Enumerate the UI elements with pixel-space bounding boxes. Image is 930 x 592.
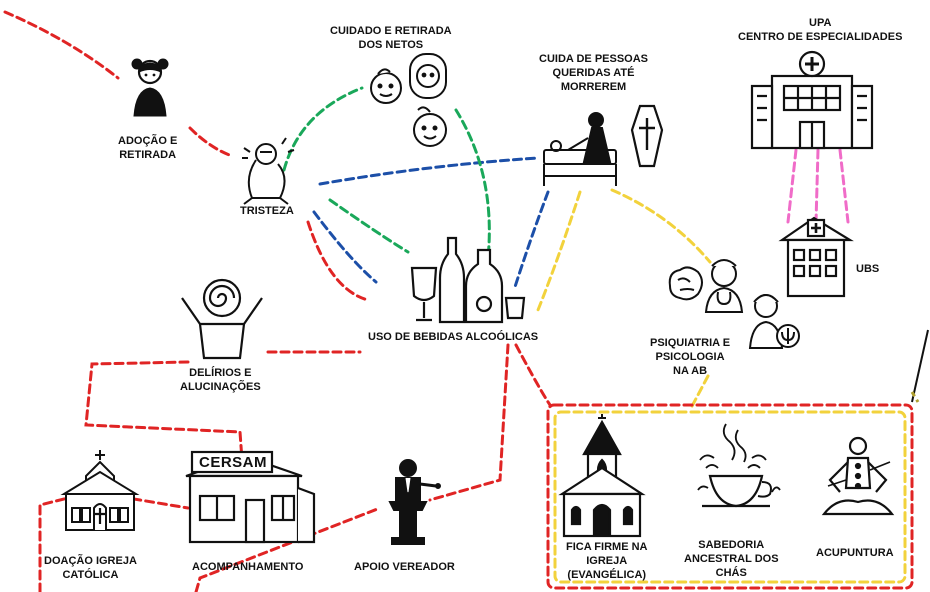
label-cersam-line1: ACOMPANHAMENTO [192, 561, 304, 573]
label-doacao-line1: DOAÇÃO IGREJA [44, 555, 137, 567]
label-upa-line1: UPA [809, 17, 832, 29]
blue-line-tristeza-bebidas [312, 210, 378, 284]
cersam-sign: CERSAM [194, 454, 272, 472]
label-chas-line2: ANCESTRAL DOS [684, 553, 779, 565]
label-igreja-line2: IGREJA [586, 555, 628, 567]
tea-cup-icon [697, 423, 781, 508]
label-tristeza-line1: TRISTEZA [240, 205, 294, 217]
label-ubs: UBS [856, 262, 879, 276]
olive-mark-right [910, 391, 920, 403]
label-psiquiatria: PSIQUIATRIA E PSICOLOGIA NA AB [650, 336, 730, 378]
label-adocao-line2: RETIRADA [119, 149, 177, 161]
label-bebidas-line1: USO DE BEBIDAS ALCOÓLICAS [368, 331, 539, 343]
red-line-bebidas-vereador [428, 343, 510, 502]
label-acupuntura: ACUPUNTURA [816, 546, 894, 560]
pink-line-upa-ubs-1 [786, 148, 798, 224]
label-ubs-line1: UBS [856, 263, 880, 275]
yellow-outline-box [553, 410, 907, 584]
label-cersam: ACOMPANHAMENTO [192, 560, 303, 574]
label-vereador: APOIO VEREADOR [354, 560, 455, 574]
cersam-sign-text: CERSAM [198, 454, 267, 471]
label-delirios: DELÍRIOS E ALUCINAÇÕES [180, 366, 261, 394]
yellow-line-cuida-psiquiatria [610, 188, 712, 264]
label-netos: CUIDADO E RETIRADA DOS NETOS [330, 24, 452, 52]
red-line-tristeza-bebidas [306, 220, 370, 302]
steeple-church-icon [558, 414, 646, 538]
red-outline-box [546, 403, 914, 590]
church-icon [60, 450, 140, 531]
connectors [3, 10, 914, 592]
label-netos-line2: DOS NETOS [358, 39, 424, 51]
psychologist-icon [668, 259, 800, 349]
blue-line-tristeza-cuida [318, 156, 540, 186]
label-cuida: CUIDA DE PESSOAS QUERIDAS ATÉ MORREREM [539, 52, 648, 94]
label-cuida-line2: QUERIDAS ATÉ [552, 67, 635, 79]
label-delirios-line1: DELÍRIOS E [189, 367, 252, 379]
green-line-netos-bebidas [454, 108, 491, 260]
label-netos-line1: CUIDADO E RETIRADA [330, 25, 452, 37]
dizzy-person-icon [181, 278, 263, 360]
meditation-icon [821, 436, 895, 516]
sad-person-icon [242, 137, 295, 205]
yellow-line-cuida-bebidas [536, 190, 582, 312]
label-adocao-line1: ADOÇÃO E [118, 135, 178, 147]
label-igreja-line1: FICA FIRME NA [566, 541, 648, 553]
label-bebidas: USO DE BEBIDAS ALCOÓLICAS [368, 330, 538, 344]
bottles-icon [410, 236, 526, 324]
label-cuida-line3: MORREREM [560, 81, 627, 93]
red-line-top-left [3, 10, 120, 80]
label-doacao: DOAÇÃO IGREJA CATÓLICA [44, 554, 137, 582]
red-line-doacao-cersam [38, 490, 190, 592]
label-upa-line2: CENTRO DE ESPECIALIDADES [738, 31, 903, 43]
black-line-right [911, 329, 929, 403]
red-line-bebidas-box [514, 343, 552, 407]
red-line-cersam-vereador [194, 506, 382, 592]
blue-line-cuida-bebidas [512, 190, 550, 292]
child-icon [131, 58, 169, 117]
label-chas-line3: CHÁS [715, 567, 747, 579]
speaker-podium-icon [388, 459, 441, 545]
babies-icon [370, 53, 447, 147]
caregiver-coffin-icon [543, 104, 664, 186]
green-line-tristeza-netos [282, 86, 364, 172]
label-psiquiatria-line2: PSICOLOGIA [655, 351, 725, 363]
label-chas-line1: SABEDORIA [698, 539, 765, 551]
hospital-icon [750, 50, 874, 150]
label-adocao: ADOÇÃO E RETIRADA [118, 134, 177, 162]
red-line-delirios-cersam [84, 360, 244, 462]
pink-line-upa-ubs-3 [838, 148, 850, 224]
label-delirios-line2: ALUCINAÇÕES [180, 381, 261, 393]
cersam-building-icon [185, 450, 316, 544]
label-igreja: FICA FIRME NA IGREJA (EVANGÉLICA) [566, 540, 647, 582]
label-igreja-line3: (EVANGÉLICA) [567, 569, 647, 581]
clinic-icon [778, 216, 854, 298]
label-tristeza: TRISTEZA [240, 204, 294, 218]
label-acupuntura-line1: ACUPUNTURA [816, 547, 894, 559]
label-psiquiatria-line1: PSIQUIATRIA E [650, 337, 731, 349]
red-line-adocao-tristeza [188, 126, 234, 158]
label-upa: UPA CENTRO DE ESPECIALIDADES [738, 16, 902, 44]
green-line-tristeza-bebidas [328, 198, 410, 254]
label-chas: SABEDORIA ANCESTRAL DOS CHÁS [684, 538, 779, 580]
label-psiquiatria-line3: NA AB [673, 365, 708, 377]
pink-line-upa-ubs-2 [814, 148, 820, 224]
label-vereador-line1: APOIO VEREADOR [354, 561, 455, 573]
label-cuida-line1: CUIDA DE PESSOAS [539, 53, 649, 65]
label-doacao-line2: CATÓLICA [62, 569, 119, 581]
